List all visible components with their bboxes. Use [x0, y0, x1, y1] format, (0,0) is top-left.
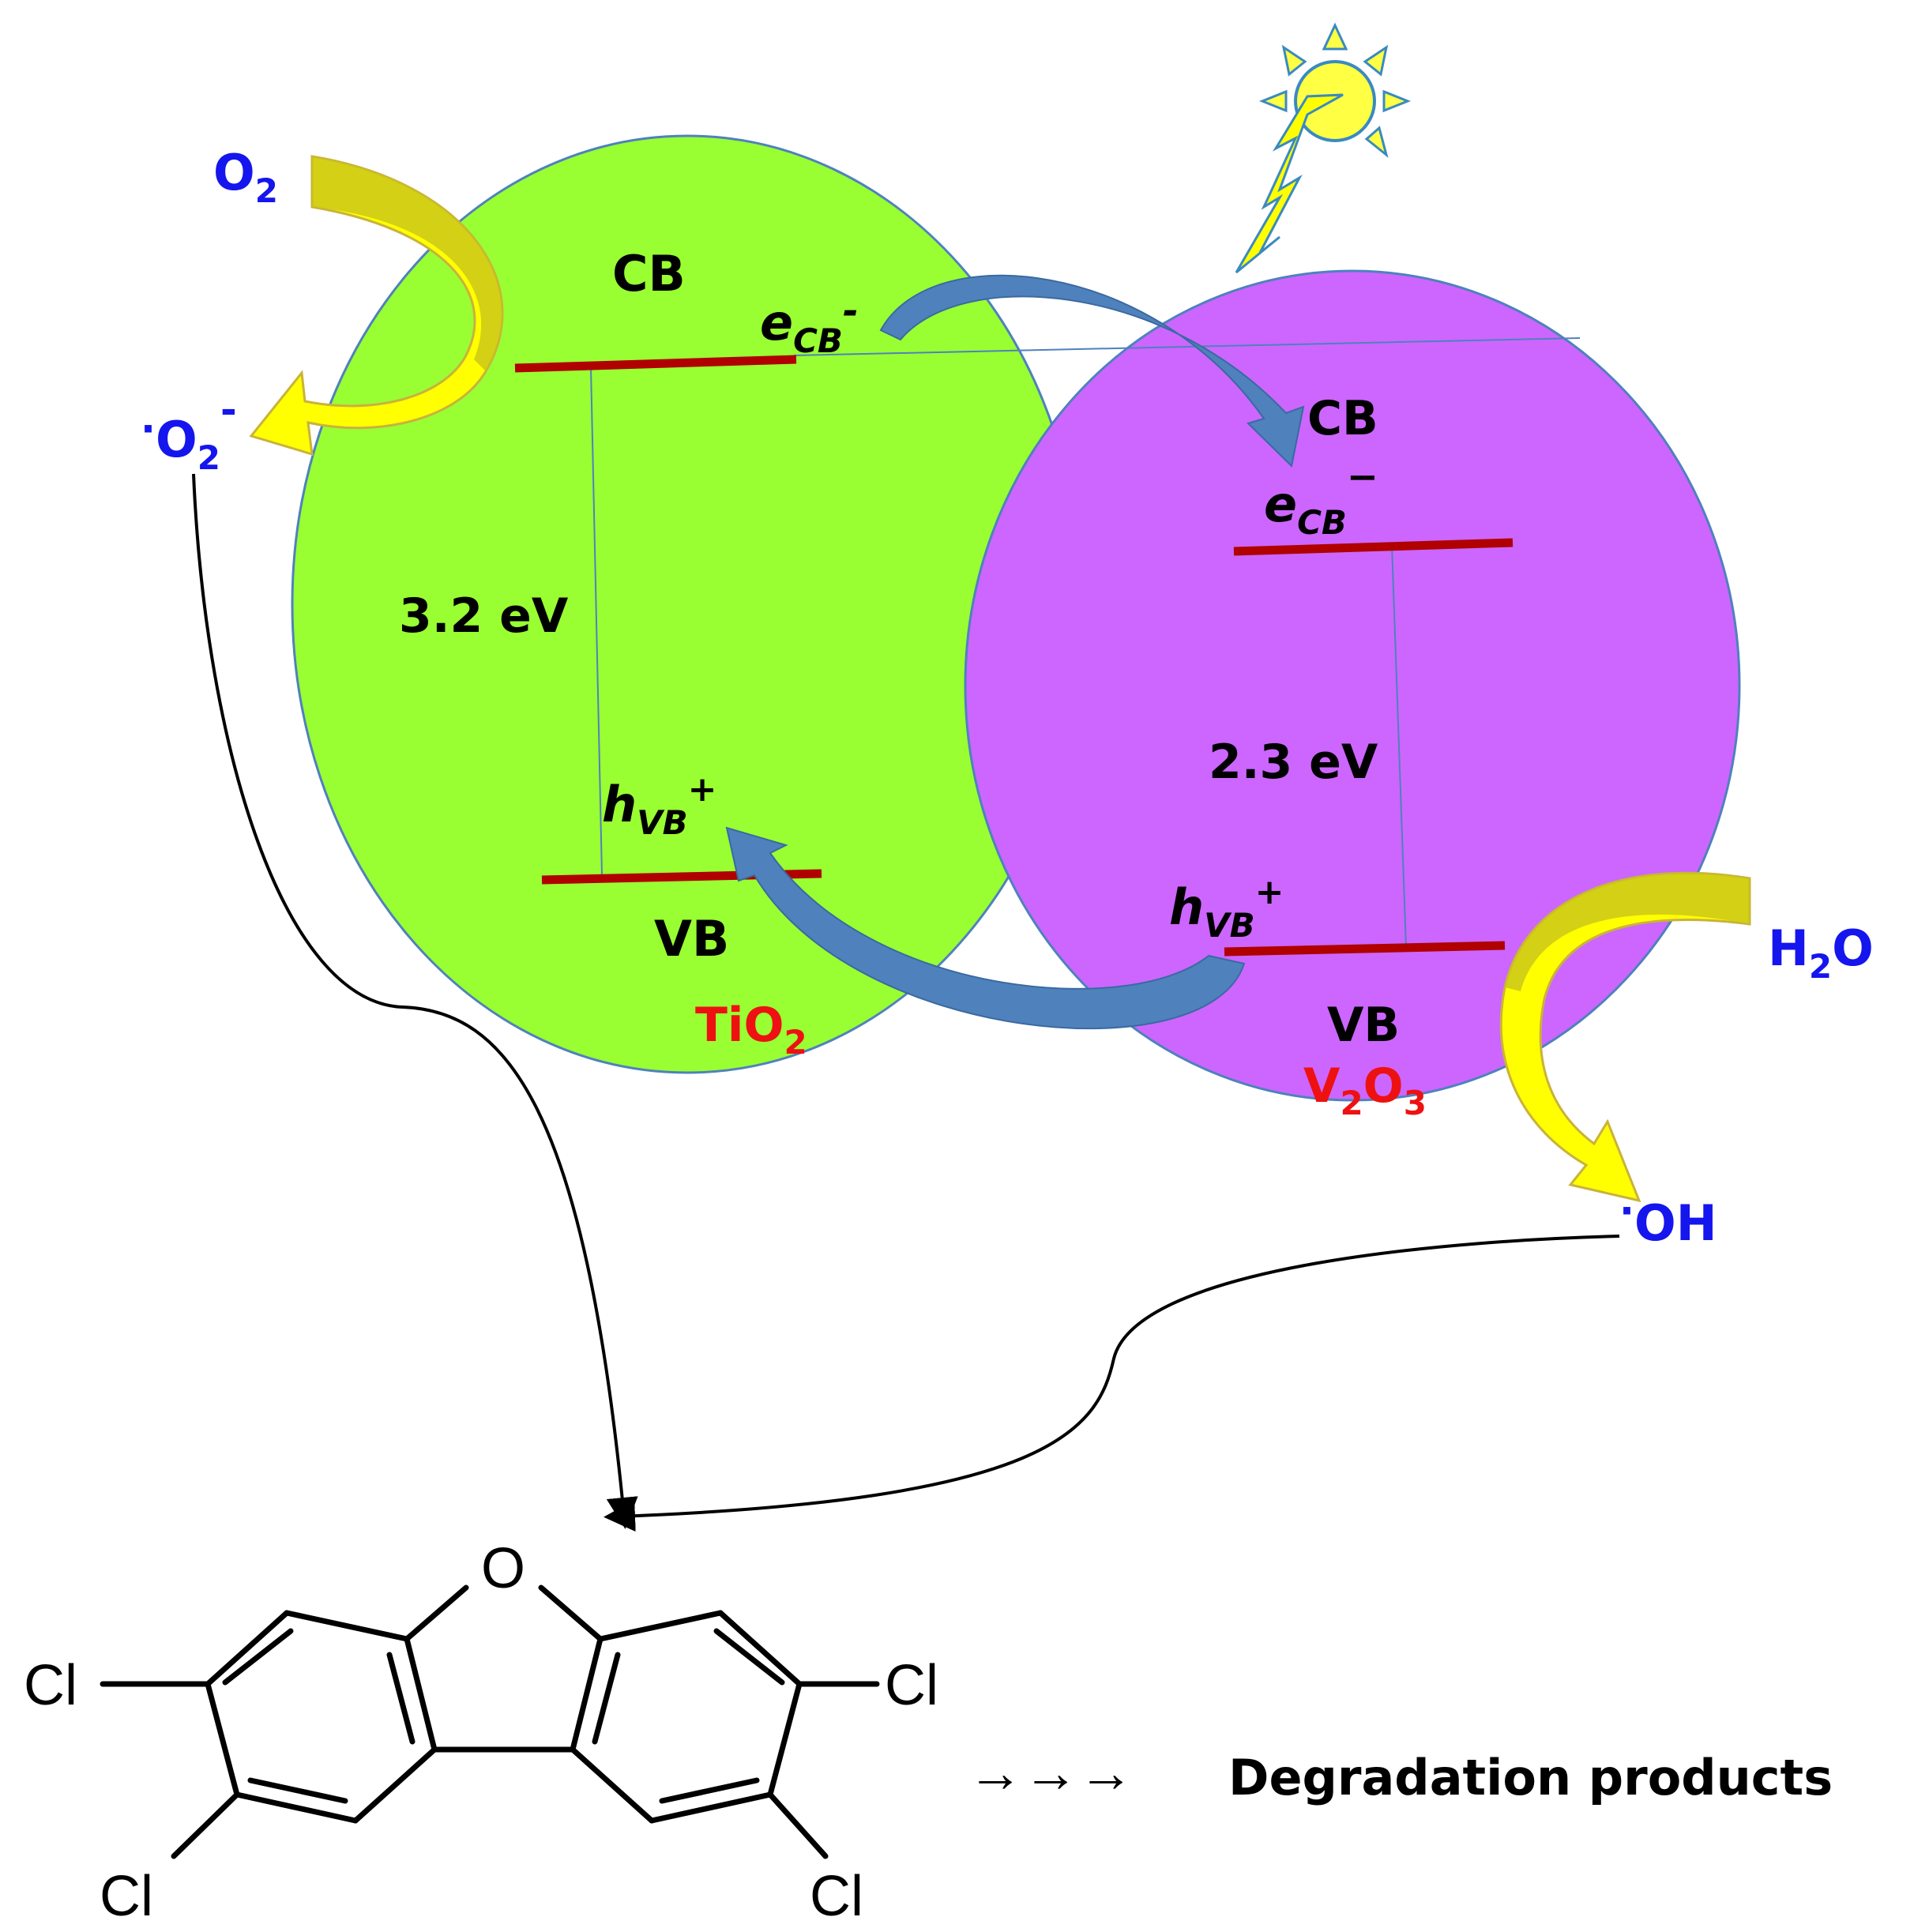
v2o3-vb-level — [1224, 941, 1506, 957]
hydroxyl-arrow-shade — [1505, 873, 1750, 991]
superoxide-label: ·O2- — [141, 387, 237, 477]
tio2-cb-label: CB — [612, 245, 686, 303]
v2o3-hole-label: hVB+ — [1169, 872, 1284, 945]
v2o3-gap-line — [1391, 544, 1407, 949]
product-arrows: →→→ — [968, 1742, 1134, 1803]
dibenzofuran-molecule — [100, 1584, 880, 1859]
hydroxyl-label: ·OH — [1619, 1188, 1717, 1252]
v2o3-cb-label: CB — [1307, 391, 1378, 446]
molecule-cl-bottom-right: Cl — [810, 1865, 863, 1928]
molecule-cl-bottom-left: Cl — [100, 1865, 153, 1928]
molecule-cl-top-right: Cl — [885, 1654, 938, 1717]
superoxide-arrow-shade — [312, 156, 502, 371]
v2o3-electron-label: eCB− — [1264, 455, 1378, 542]
electron-transfer-arrow — [879, 274, 1305, 468]
v2o3-vb-label: VB — [1327, 998, 1400, 1053]
cb-connector-line — [793, 337, 1581, 356]
tio2-cb-level — [514, 355, 797, 373]
h2o-label: H2O — [1768, 919, 1874, 986]
molecule-cl-top-left: Cl — [24, 1654, 77, 1717]
tio2-material-label: TiO2 — [695, 998, 807, 1062]
tio2-gap-line — [590, 366, 603, 876]
molecule-oxygen-label: O — [481, 1537, 525, 1600]
tio2-electron-label: eCB- — [760, 289, 859, 360]
v2o3-cb-level — [1233, 538, 1514, 556]
degradation-products-label: Degradation products — [1228, 1749, 1833, 1806]
v2o3-material-label: V2O3 — [1303, 1058, 1427, 1122]
v2o3-gap-label: 2.3 eV — [1209, 735, 1378, 790]
hole-transfer-arrow — [725, 826, 1246, 1030]
tio2-gap-label: 3.2 eV — [399, 588, 569, 644]
hydroxyl-pathway-curve — [604, 1235, 1620, 1532]
tio2-vb-label: VB — [654, 910, 729, 968]
superoxide-pathway-curve — [192, 473, 638, 1529]
sun-lightning-icon — [1235, 22, 1412, 274]
o2-label: O2 — [213, 144, 278, 210]
v2o3-particle — [964, 269, 1741, 1102]
tio2-hole-label: hVB+ — [602, 769, 717, 842]
